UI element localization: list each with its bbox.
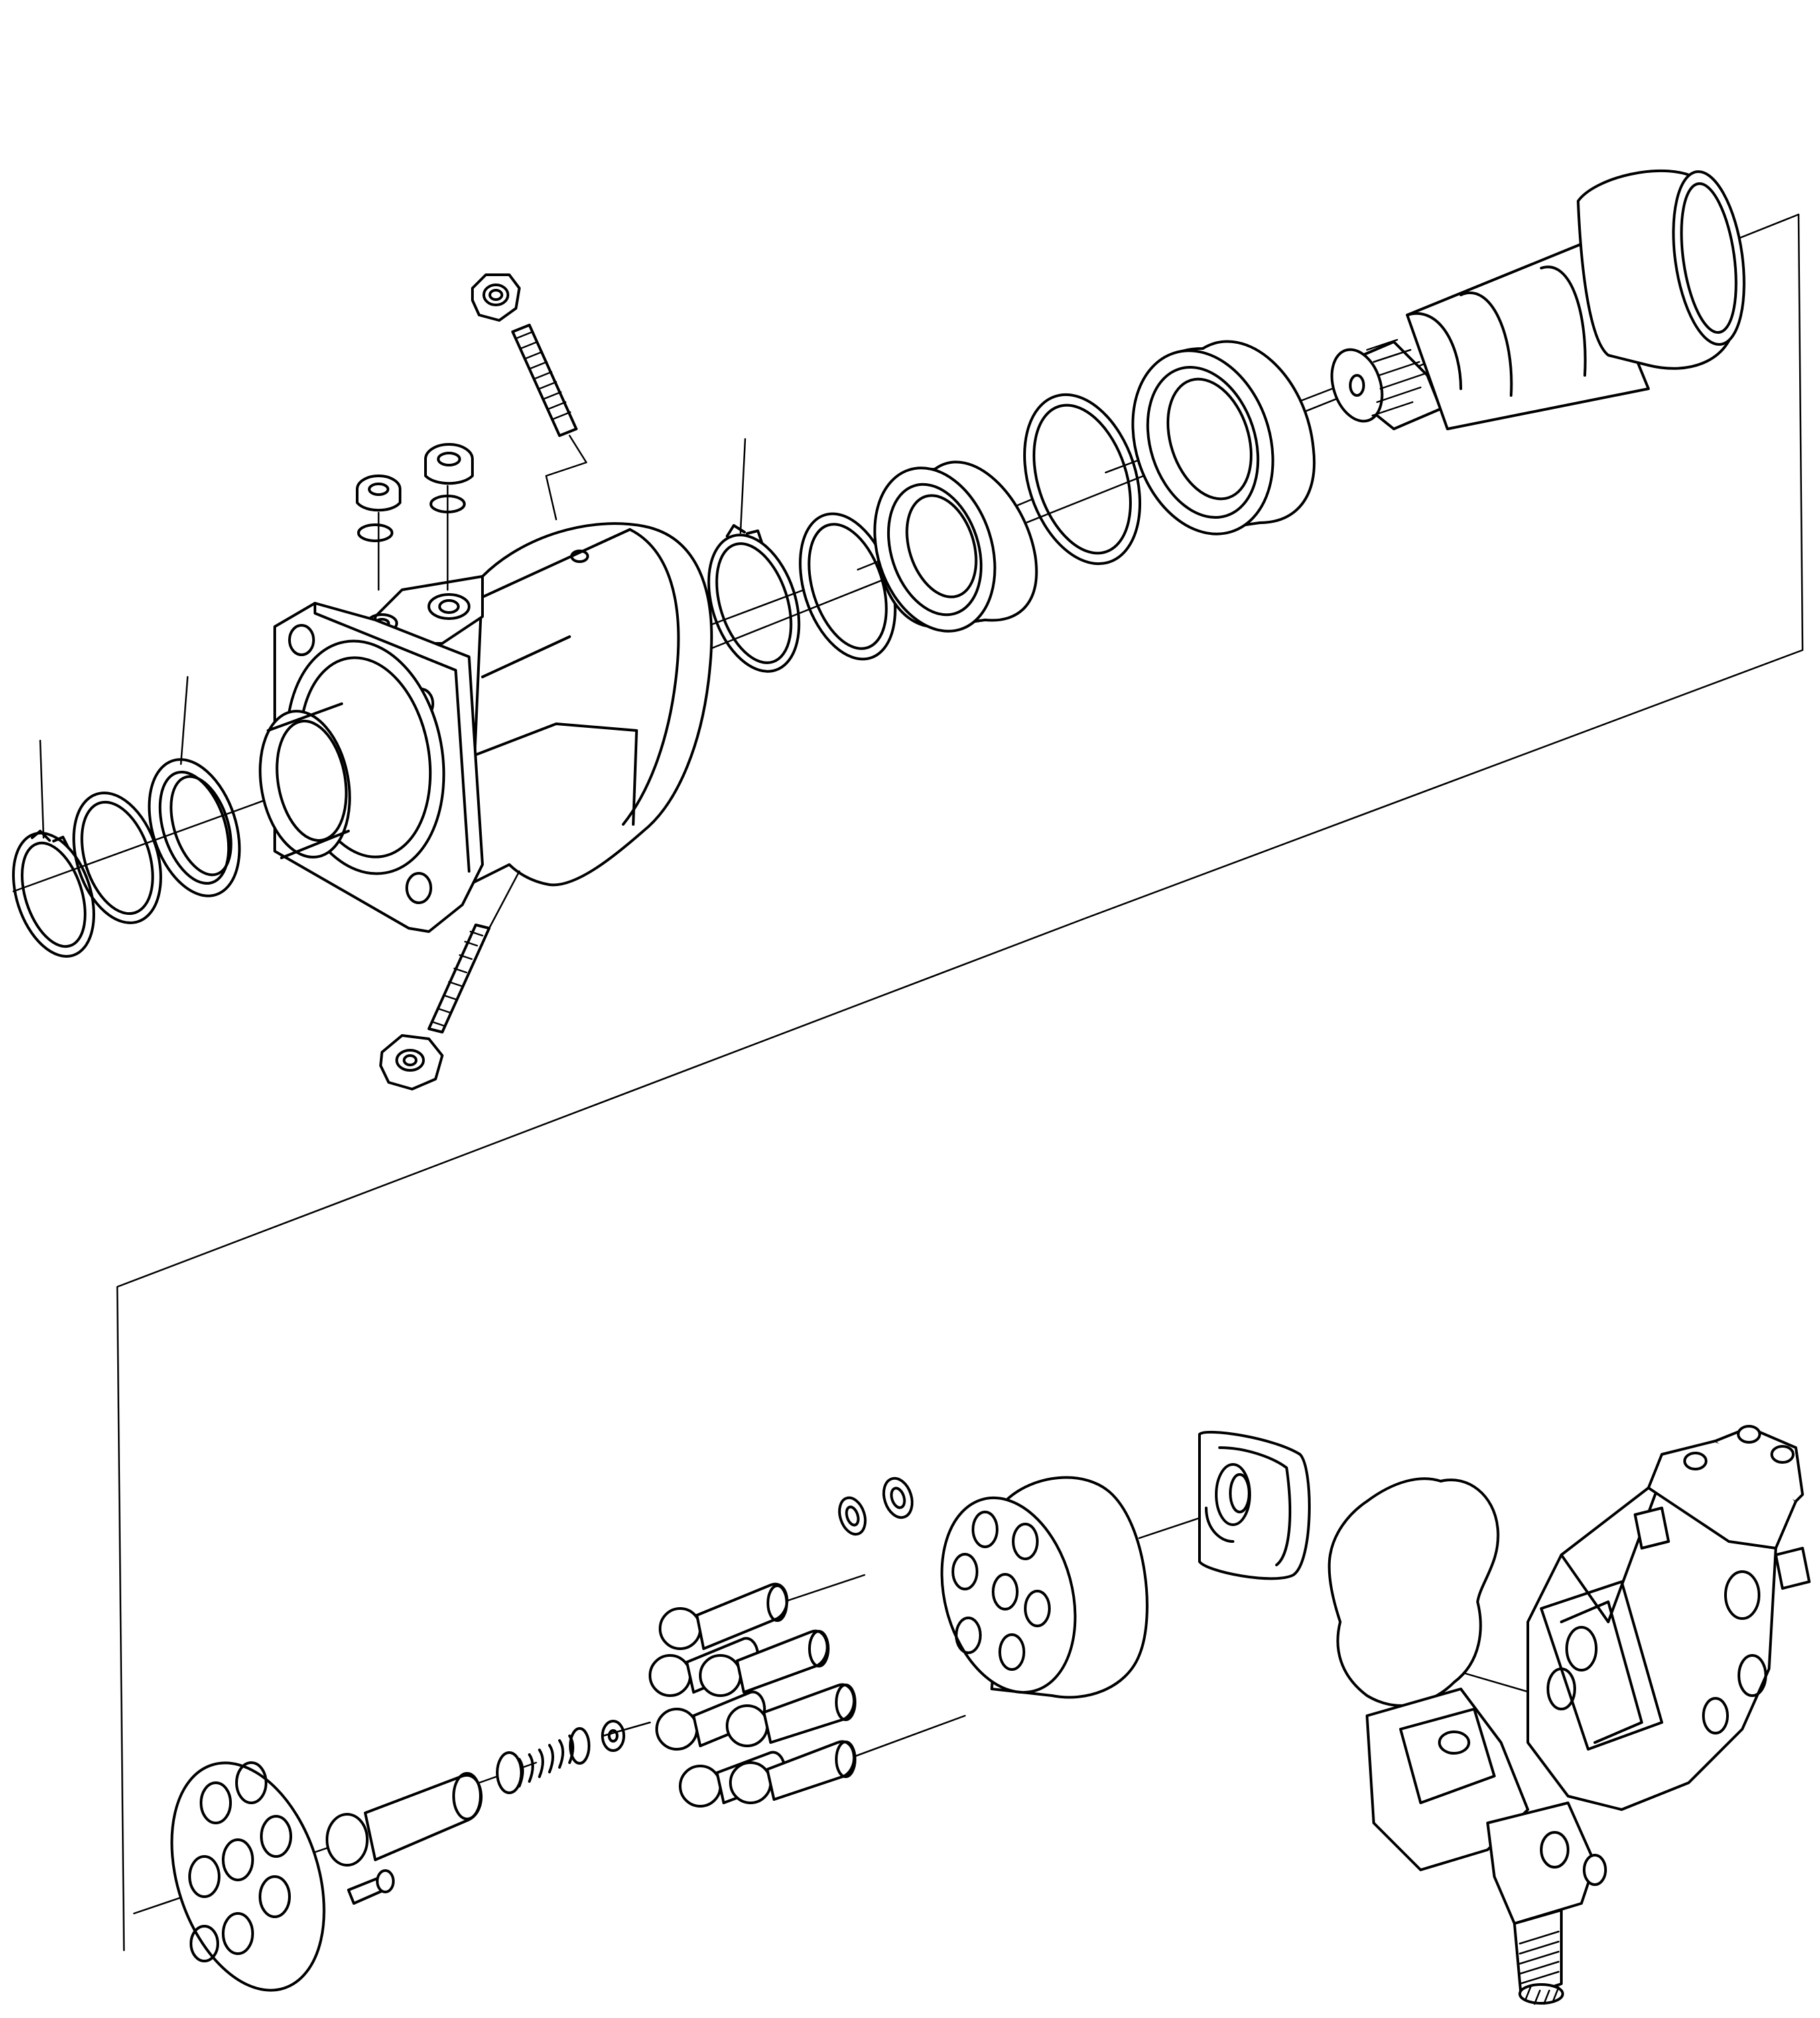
shaft-seal-left — [147, 676, 241, 897]
end-cap-control-unit — [1366, 1425, 1811, 2005]
plug-screw-large — [424, 443, 474, 591]
retaining-ring-left — [12, 739, 95, 958]
gasket — [1327, 1477, 1500, 1707]
piston — [699, 1629, 830, 1697]
shim-washer-left — [72, 792, 162, 924]
cylinder-block — [940, 1476, 1149, 1699]
port-plate — [1198, 1430, 1311, 1580]
piston — [726, 1683, 856, 1747]
drive-shaft — [1330, 169, 1746, 430]
piston — [659, 1582, 789, 1650]
washer-small — [601, 1720, 625, 1752]
plug-screw-small — [356, 475, 401, 591]
retainer-plate — [170, 1761, 326, 1992]
center-pin — [326, 1772, 483, 1867]
stud-with-nut-bottom — [379, 870, 521, 1090]
piston — [729, 1740, 856, 1804]
retainer-plate-holes — [188, 1761, 292, 1962]
circlip-mid — [707, 438, 801, 673]
bearing-front — [873, 460, 1038, 633]
cap-screw — [347, 1869, 395, 1905]
shim-ring-large — [1023, 393, 1142, 566]
ring-washers — [838, 1476, 914, 1536]
cylinder-bores — [952, 1511, 1051, 1671]
compression-spring — [496, 1727, 590, 1794]
piston-set — [649, 1582, 856, 1808]
motor-housing — [259, 522, 713, 933]
bearing-rear — [1131, 340, 1316, 535]
stud-with-nut-top — [471, 273, 588, 521]
